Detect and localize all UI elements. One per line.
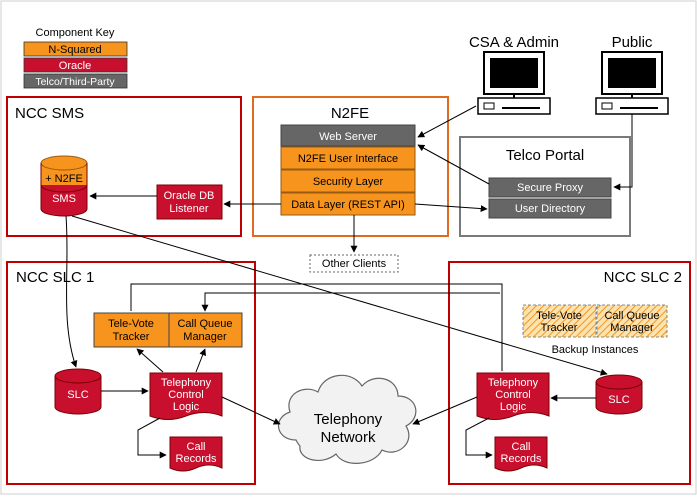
slc1-db-label: SLC (67, 389, 88, 401)
slc2-televote-box (522, 304, 597, 338)
key-nsquared-label: N-Squared (48, 44, 101, 56)
secure-proxy-label: Secure Proxy (517, 182, 584, 194)
ncc-sms-title: NCC SMS (15, 105, 84, 122)
slc2-televote-label-2: Tracker (541, 322, 578, 334)
slc1-call-records-box (169, 436, 223, 472)
slc2-callqueue-box (596, 304, 668, 338)
telco-portal-title: Telco Portal (506, 147, 584, 164)
secure-proxy-box (488, 177, 612, 198)
network-label-1: Telephony (314, 411, 383, 428)
telephony-network-cloud-icon (278, 374, 417, 464)
slc1-televote-label-2: Tracker (113, 331, 150, 343)
slc1-tcl-label-2: Control (168, 389, 203, 401)
n2fe-frame (252, 96, 449, 237)
key-nsquared-swatch (23, 41, 128, 57)
n2fe-ui-label: N2FE User Interface (298, 153, 398, 165)
user-directory-label: User Directory (515, 203, 586, 215)
ncc-slc2-frame (448, 261, 691, 485)
other-clients-label: Other Clients (322, 258, 387, 270)
n2fe-ui-box (280, 146, 416, 170)
backup-instances-label: Backup Instances (552, 344, 639, 356)
ncc-slc1-frame (6, 261, 256, 485)
listener-label-2: Listener (169, 203, 208, 215)
slc1-televote-label-1: Tele-Vote (108, 318, 154, 330)
public-label: Public (612, 34, 653, 51)
slc1-call-records-label-1: Call (187, 441, 206, 453)
slc2-db-label: SLC (608, 394, 629, 406)
slc2-televote-label-1: Tele-Vote (536, 310, 582, 322)
slc1-callqueue-label-1: Call Queue (177, 318, 232, 330)
slc1-tcl-label-1: Telephony (161, 377, 212, 389)
component-key: Component Key N-Squared Oracle Telco/Thi… (23, 27, 128, 89)
csa-admin-label: CSA & Admin (469, 34, 559, 51)
connectors (65, 105, 633, 459)
slc2-callqueue-label-2: Manager (610, 322, 654, 334)
slc2-tcl-label-2: Control (495, 389, 530, 401)
sms-db-bottom-label: SMS (52, 193, 76, 205)
slc2-call-records-box (494, 436, 548, 472)
slc1-callqueue-box (168, 312, 243, 348)
csa-admin-computer-icon (477, 51, 551, 115)
slc2-callqueue-label-1: Call Queue (604, 310, 659, 322)
ncc-sms-frame (6, 96, 242, 237)
slc1-tcl-label-3: Logic (173, 401, 200, 413)
key-title: Component Key (36, 27, 115, 39)
slc2-tcl-box (476, 372, 550, 420)
data-layer-label: Data Layer (REST API) (291, 199, 405, 211)
slc2-call-records-label-2: Records (501, 453, 542, 465)
slc2-database-icon (595, 374, 643, 415)
ncc-slc1-title: NCC SLC 1 (16, 269, 94, 286)
slc2-tcl-label-3: Logic (500, 401, 527, 413)
listener-label-1: Oracle DB (164, 190, 215, 202)
user-directory-box (488, 198, 612, 219)
key-oracle-swatch (23, 57, 128, 73)
security-layer-box (280, 169, 416, 193)
sms-db-top-label: + N2FE (45, 173, 83, 185)
web-server-label: Web Server (319, 131, 377, 143)
security-layer-label: Security Layer (313, 176, 384, 188)
n2fe-title: N2FE (331, 105, 369, 122)
public-computer-icon (595, 51, 669, 115)
slc2-tcl-label-1: Telephony (488, 377, 539, 389)
key-telco-label: Telco/Third-Party (35, 76, 115, 88)
slc1-callqueue-label-2: Manager (183, 331, 227, 343)
slc2-call-records-label-1: Call (512, 441, 531, 453)
other-clients-box (309, 254, 399, 273)
sms-database-icon (40, 155, 88, 217)
network-label-2: Network (320, 429, 376, 446)
n2fe-stack: Web Server N2FE User Interface Security … (280, 124, 416, 216)
ncc-slc2-title: NCC SLC 2 (604, 269, 682, 286)
key-oracle-label: Oracle (59, 60, 91, 72)
oracle-db-listener-box (156, 184, 223, 220)
key-telco-swatch (23, 73, 128, 89)
web-server-box (280, 124, 416, 147)
slc1-database-icon (54, 368, 102, 415)
slc1-call-records-label-2: Records (176, 453, 217, 465)
